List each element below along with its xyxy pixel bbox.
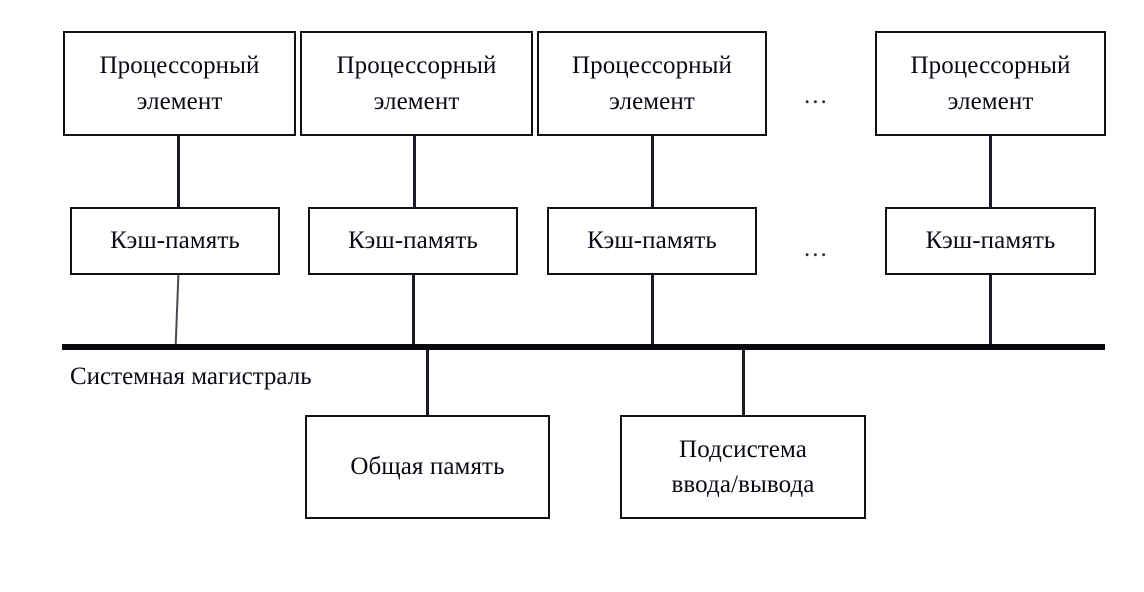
cache-memory-4-label: Кэш-память [925,226,1056,254]
io-subsystem-line1: Подсистема [679,435,807,463]
cache-memory-box-2: Кэш-память [308,207,518,275]
processor-element-3-line1: Процессорный [571,52,733,79]
cache-memory-box-1: Кэш-память [70,207,280,275]
connector-processor-1-to-cache-1 [177,136,180,207]
cache-memory-1-label: Кэш-память [110,226,240,254]
cache-row-ellipsis: ... [804,235,829,262]
cache-memory-3-label: Кэш-память [587,226,717,254]
connector-cache-4-to-bus [989,275,992,347]
connector-cache-3-to-bus [651,275,654,347]
processor-row-ellipsis: ... [804,82,829,109]
processor-element-box-1: Процессорный элемент [63,31,296,136]
system-bus-line [62,344,1105,350]
connector-processor-2-to-cache-2 [413,136,416,207]
processor-element-1-line2: элемент [136,87,223,115]
io-subsystem-box: Подсистема ввода/вывода [620,415,866,519]
connector-bus-to-shared-memory [426,349,429,416]
processor-element-1-line1: Процессорный [99,52,260,79]
io-subsystem-line2: ввода/вывода [671,471,815,498]
cache-memory-box-3: Кэш-память [547,207,757,275]
connector-cache-1-to-bus [174,275,180,347]
processor-element-box-2: Процессорный элемент [300,31,533,136]
processor-element-box-3: Процессорный элемент [537,31,767,136]
processor-element-3-line2: элемент [609,87,695,115]
connector-processor-4-to-cache-4 [989,136,992,207]
connector-cache-2-to-bus [412,275,415,347]
cache-memory-2-label: Кэш-память [348,226,478,254]
processor-element-4-line2: элемент [947,87,1034,115]
cache-memory-box-4: Кэш-память [885,207,1096,275]
shared-memory-label: Общая память [350,452,505,480]
connector-bus-to-io-subsystem [742,349,745,416]
processor-element-box-4: Процессорный элемент [875,31,1106,136]
connector-processor-3-to-cache-3 [651,136,654,207]
shared-memory-box: Общая память [305,415,550,519]
processor-element-2-line2: элемент [373,87,460,115]
processor-element-4-line1: Процессорный [910,52,1071,79]
processor-element-2-line1: Процессорный [336,52,497,79]
system-bus-label: Системная магистраль [70,363,312,390]
